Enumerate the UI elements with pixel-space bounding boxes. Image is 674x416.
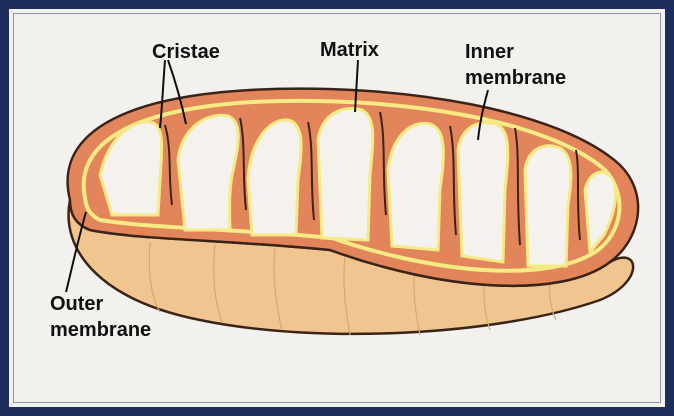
label-cristae: Cristae (152, 41, 220, 63)
label-inner-membrane-line2: membrane (465, 67, 566, 89)
label-outer-membrane-line2: membrane (50, 319, 151, 341)
label-matrix: Matrix (320, 39, 379, 61)
label-inner-membrane-line1: Inner (465, 41, 514, 63)
label-outer-membrane-line1: Outer (50, 293, 104, 315)
